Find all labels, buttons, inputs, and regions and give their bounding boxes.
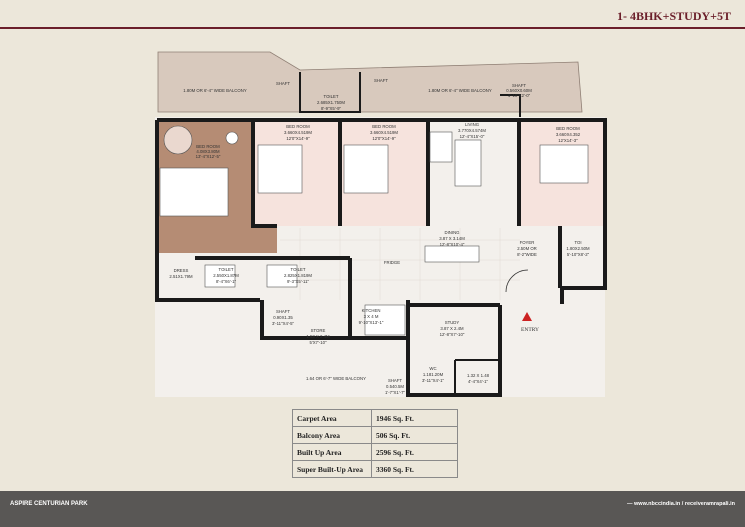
balcony-top: [157, 51, 583, 113]
shaft-c-dim: 0.560X0.60M: [506, 88, 532, 93]
dress-dim: 2.51X1.79M: [169, 274, 193, 279]
balcony-mid-label: 1.80M OR 6'-4" WIDE BALCONY: [428, 88, 492, 93]
area-label: Carpet Area: [292, 409, 372, 427]
kitchen-label: KITCHEN: [362, 308, 381, 313]
footer-links: — www.nbccindia.in / receiveramrapali.in: [627, 501, 735, 507]
wc-dim: 1.181.20M: [423, 372, 444, 377]
toilet-top-label: TOILET: [324, 94, 339, 99]
shaft-d-label: SHAFT: [276, 309, 290, 314]
toilet-right-label: TOI: [574, 240, 581, 245]
area-label: Built Up Area: [292, 443, 372, 461]
bedroom3-dim: 3.660X4.519M: [370, 130, 398, 135]
area-value: 506 Sq. Ft.: [371, 426, 458, 444]
furniture: [159, 125, 589, 336]
balcony-bottom-label: 1.64 OR 6'-7" WIDE BALCONY: [306, 376, 366, 381]
closet-ft: 4'-4"X4'-1": [468, 379, 488, 384]
shaft-d-dim: 0.90X1.35: [273, 315, 293, 320]
floor-plan: 1.80M OR 6'-4" WIDE BALCONY SHAFT SHAFT …: [155, 51, 607, 397]
study-label: STUDY: [445, 320, 460, 325]
footer-bar: ASPIRE CENTURIAN PARK — www.nbccindia.in…: [0, 491, 745, 527]
bedroom4-ft: 12'X14'-3": [558, 138, 578, 143]
store-dim: 1.53 X 2.4M: [306, 334, 330, 339]
store-label: STORE: [311, 328, 326, 333]
living-ft: 12'-4"X15'-0": [460, 134, 485, 139]
foyer-dim: 2.50M OR: [517, 246, 537, 251]
toilet-top-ft: 8'-9"X5'-9": [321, 106, 341, 111]
toilet-a-dim: 2.550X1.87M: [213, 273, 239, 278]
bedroom3-ft: 12'0"X14'-9": [372, 136, 396, 141]
dress-label: DRESS: [174, 268, 189, 273]
closet-dim: 1.32 X 1.48: [467, 373, 490, 378]
balcony-left-label: 1.80M OR 6'-4" WIDE BALCONY: [183, 88, 247, 93]
shaft-d-ft: 3'-11"X4'-5": [272, 321, 295, 326]
project-name: ASPIRE CENTURIAN PARK: [10, 501, 88, 507]
shaft-c-ft: 1'-10"X2'-0": [508, 93, 531, 98]
toilet-a-ft: 8'-4"X6'-1": [216, 279, 236, 284]
toilet-b-ft: 9'-3"X5'-11": [287, 279, 310, 284]
foyer-label: FOYER: [520, 240, 535, 245]
bedroom1-label: BED ROOM: [196, 144, 220, 149]
wc-label: WC: [429, 366, 436, 371]
shaft-e-label: SHAFT: [388, 378, 402, 383]
area-value: 3360 Sq. Ft.: [371, 460, 458, 478]
living-label: LIVING: [465, 122, 480, 127]
bedroom2-ft: 12'0"X14'-9": [286, 136, 310, 141]
bedroom2-dim: 3.660X4.519M: [284, 130, 312, 135]
shaft-a-label: SHAFT: [276, 81, 290, 86]
area-value: 2596 Sq. Ft.: [371, 443, 458, 461]
dining-label: DINING: [444, 230, 460, 235]
bedroom3-label: BED ROOM: [372, 124, 396, 129]
title-rule: [0, 27, 745, 29]
dining-dim: 3.87 X 3.14M: [439, 236, 465, 241]
dining-ft: 12'-8"X10'-4": [440, 242, 465, 247]
bedroom2-label: BED ROOM: [286, 124, 310, 129]
toilet-right-dim: 1.80X2.50M: [566, 246, 590, 251]
study-ft: 12'-8"X7'-10": [440, 332, 465, 337]
toilet-right-ft: 5'-10"X8'-2": [567, 252, 590, 257]
living-dim: 3.770X4.574M: [458, 128, 486, 133]
entry-label: ENTRY: [521, 327, 539, 333]
toilet-b-dim: 2.825X1.819M: [284, 273, 312, 278]
store-ft: 5'X7'-10": [309, 340, 326, 345]
toilet-b-label: TOILET: [291, 267, 306, 272]
toilet-top-dim: 2.685X1.750M: [317, 100, 345, 105]
bedroom4-dim: 3.660X4.352: [556, 132, 581, 137]
bedroom1-ft: 13'-4"X12'-5": [196, 154, 221, 159]
entry-marker-icon: [522, 312, 532, 321]
study-dim: 3.87 X 2.4M: [440, 326, 464, 331]
foyer-ft: 8'-2"WIDE: [517, 252, 537, 257]
shaft-b-label: SHAFT: [374, 78, 388, 83]
wc-ft: 3'-11"X4'-1": [422, 378, 445, 383]
bedroom1-dim: 4.08X3.80M: [196, 149, 220, 154]
kitchen-dim: 3 X 4 M: [364, 314, 379, 319]
shaft-e-dim: 0.540.5M: [386, 384, 404, 389]
area-label: Balcony Area: [292, 426, 372, 444]
kitchen-ft: 9'-10"X13'-1": [359, 320, 384, 325]
shaft-c-label: SHAFT: [512, 83, 526, 88]
toilet-a-label: TOILET: [219, 267, 234, 272]
shaft-e-ft: 1'-7"X1'-7": [385, 390, 405, 395]
plan-title: 1- 4BHK+STUDY+5T: [616, 9, 731, 23]
area-label: Super Built-Up Area: [292, 460, 372, 478]
fridge-label: FRIDGE: [384, 260, 400, 265]
area-value: 1946 Sq. Ft.: [371, 409, 458, 427]
tile-grid: [280, 228, 520, 300]
bedroom4-label: BED ROOM: [556, 126, 580, 131]
walls: [155, 118, 607, 397]
